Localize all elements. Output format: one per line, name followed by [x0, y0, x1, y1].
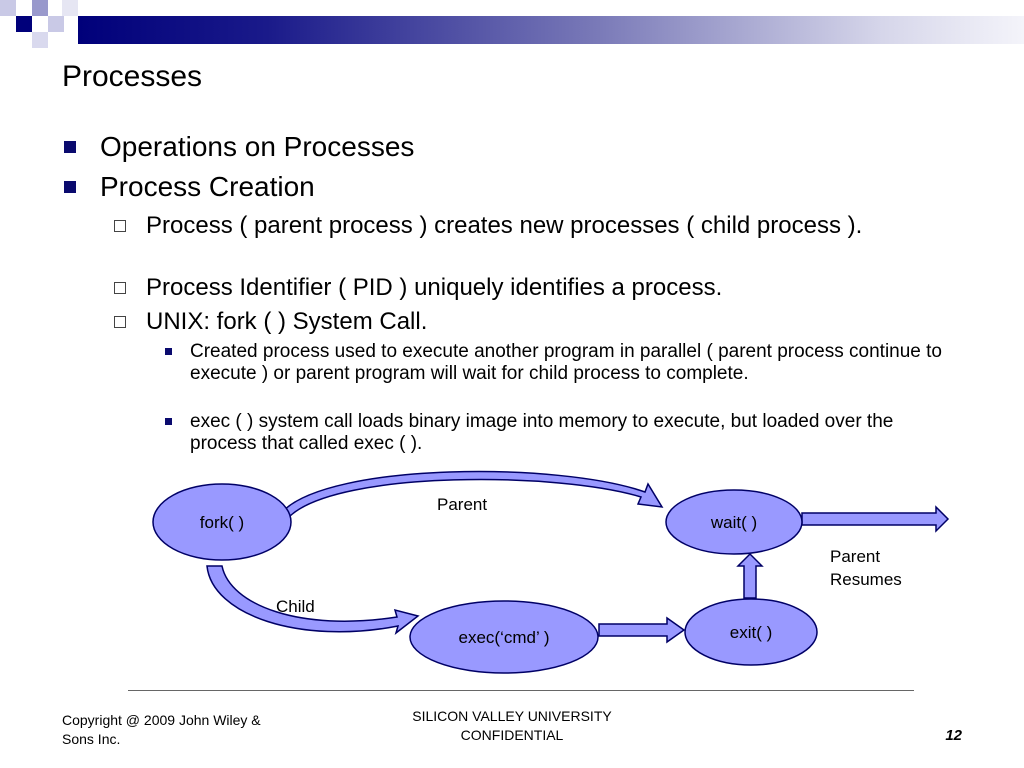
- hollow-square-bullet-icon: [114, 282, 126, 294]
- footer-org-line-2: CONFIDENTIAL: [460, 727, 564, 743]
- subbullet-text: UNIX: fork ( ) System Call.: [146, 308, 428, 335]
- node-exit-label: exit( ): [730, 623, 773, 642]
- page-number: 12: [945, 727, 962, 744]
- small-square-bullet-icon: [165, 348, 172, 355]
- header-square-5: [32, 32, 48, 48]
- slide-title: Processes: [62, 60, 203, 93]
- detail-text: Created process used to execute another …: [190, 341, 942, 384]
- header-square-4: [48, 16, 64, 32]
- header-square-2: [16, 16, 32, 32]
- node-exit: exit( ): [684, 598, 818, 666]
- node-wait: wait( ): [665, 489, 803, 555]
- detail-text: exec ( ) system call loads binary image …: [190, 411, 894, 454]
- header-square-6: [62, 0, 78, 16]
- node-exec-label: exec(‘cmd’ ): [459, 628, 550, 647]
- square-bullet-icon: [64, 141, 76, 153]
- exit-to-wait-arrow: [736, 552, 764, 599]
- subbullet-text: Process ( parent process ) creates new p…: [146, 212, 863, 239]
- label-child: Child: [276, 597, 315, 616]
- process-flow-diagram: fork( ) wait( ) exec(‘cmd’ ) exit( ) Par…: [152, 470, 950, 674]
- small-square-bullet-icon: [165, 418, 172, 425]
- node-fork: fork( ): [152, 483, 292, 561]
- footer-divider: [128, 690, 914, 691]
- bullet-text: Process Creation: [100, 171, 315, 202]
- footer-organization: SILICON VALLEY UNIVERSITY CONFIDENTIAL: [352, 707, 672, 745]
- subbullet-text: Process Identifier ( PID ) uniquely iden…: [146, 274, 723, 301]
- bullet-text: Operations on Processes: [100, 131, 415, 162]
- child-curve-arrow: [206, 565, 420, 635]
- hollow-square-bullet-icon: [114, 316, 126, 328]
- label-parent-resumes-2: Resumes: [830, 570, 902, 589]
- node-fork-label: fork( ): [200, 513, 244, 532]
- parent-curve-arrow: [280, 470, 664, 517]
- footer-org-line-1: SILICON VALLEY UNIVERSITY: [412, 708, 612, 724]
- node-wait-label: wait( ): [710, 513, 757, 532]
- footer-copyright: Copyright @ 2009 John Wiley & Sons Inc.: [62, 712, 261, 747]
- header-square-1: [0, 0, 16, 16]
- label-parent-resumes-1: Parent: [830, 547, 880, 566]
- square-bullet-icon: [64, 181, 76, 193]
- header-square-3: [32, 0, 48, 16]
- hollow-square-bullet-icon: [114, 220, 126, 232]
- label-parent: Parent: [437, 495, 487, 514]
- header-gradient-bar: [78, 16, 1024, 44]
- exec-to-exit-arrow: [598, 616, 686, 644]
- node-exec: exec(‘cmd’ ): [409, 600, 599, 674]
- header-decoration: [0, 0, 1024, 48]
- parent-resumes-arrow: [801, 505, 950, 533]
